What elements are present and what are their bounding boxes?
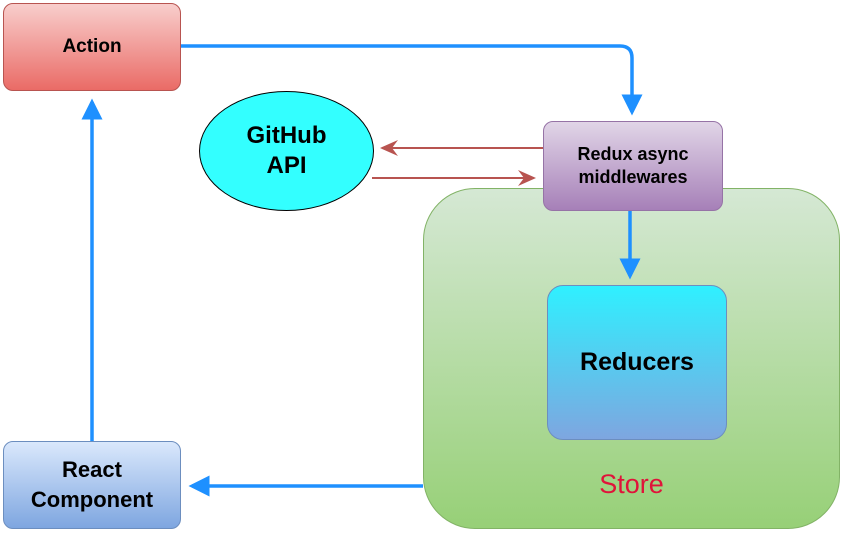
- react-component-node[interactable]: React Component: [3, 441, 181, 529]
- github-api-label-line2: API: [266, 152, 307, 179]
- store-label: Store: [599, 469, 664, 499]
- react-component-label-line2: Component: [30, 487, 154, 512]
- reducers-label: Reducers: [580, 348, 694, 376]
- middleware-label-line2: middlewares: [578, 167, 688, 187]
- reducers-node[interactable]: Reducers: [547, 285, 727, 440]
- github-api-node[interactable]: GitHub API: [199, 91, 374, 211]
- redux-async-middlewares-node[interactable]: Redux async middlewares: [543, 121, 723, 211]
- react-component-label-line1: React: [62, 457, 122, 482]
- github-api-label-line1: GitHub: [246, 122, 327, 149]
- middleware-label-line1: Redux async: [577, 144, 689, 164]
- action-node[interactable]: Action: [3, 3, 181, 91]
- action-label: Action: [62, 36, 122, 57]
